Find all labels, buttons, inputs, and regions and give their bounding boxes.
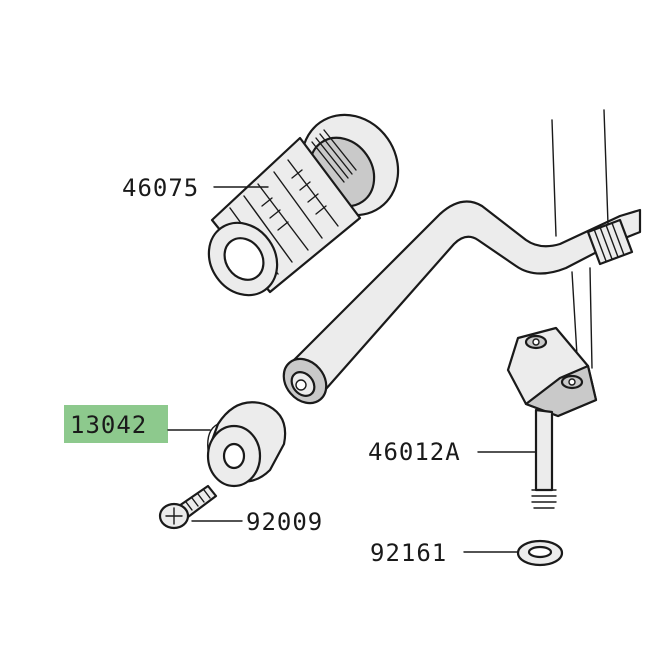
highlight-box xyxy=(64,405,168,443)
part-number-13042: 13042 xyxy=(70,411,147,439)
part-number-46075: 46075 xyxy=(122,174,199,202)
bar-right-end xyxy=(586,218,634,266)
part-number-92161: 92161 xyxy=(370,539,447,567)
label-46012A: 46012A xyxy=(368,438,537,466)
balancer-weight-part xyxy=(206,401,287,488)
part-number-92009: 92009 xyxy=(246,508,323,536)
label-46075: 46075 xyxy=(122,174,269,202)
handlebar-holder-part xyxy=(506,326,598,509)
grip-part xyxy=(207,113,400,297)
label-13042: 13042 xyxy=(64,405,211,443)
label-92161: 92161 xyxy=(370,539,519,567)
handlebar-tube xyxy=(282,109,642,405)
part-number-46012A: 46012A xyxy=(368,438,461,466)
washer-part xyxy=(516,539,564,567)
screw-part xyxy=(158,484,218,530)
label-92009: 92009 xyxy=(191,508,323,536)
